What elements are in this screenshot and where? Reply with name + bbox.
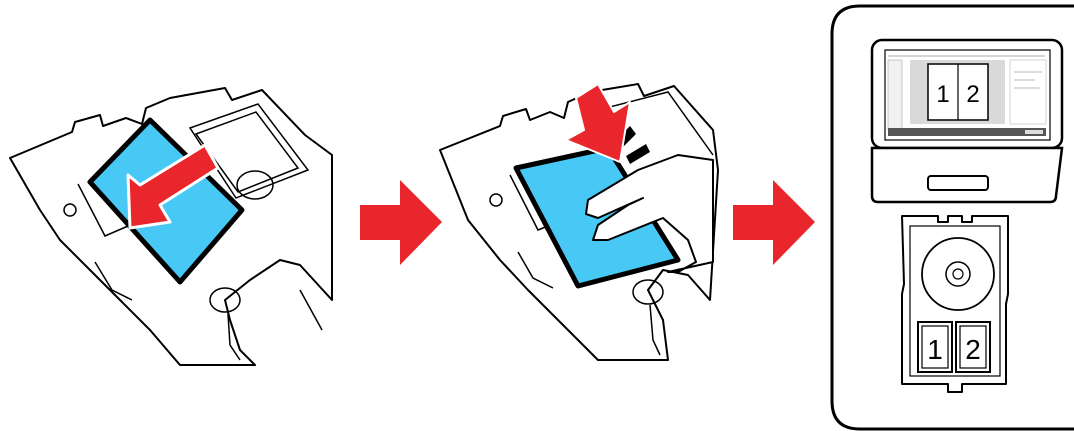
cd-tray: 1 2 <box>902 216 1008 392</box>
tray-insert-illustration <box>0 0 340 431</box>
step-press-card <box>438 0 720 431</box>
step-insert-card <box>0 0 340 431</box>
tray-card-label-1: 1 <box>927 334 943 365</box>
tray-card-label-2: 2 <box>965 334 981 365</box>
laptop-and-tray-icon: 1 2 1 2 <box>830 4 1074 431</box>
laptop-page-label-2: 2 <box>966 81 979 108</box>
right-arrow-icon <box>355 175 445 270</box>
step-print-result: 1 2 1 2 <box>830 4 1074 431</box>
next-arrow-2 <box>728 175 818 270</box>
laptop: 1 2 <box>872 40 1062 202</box>
laptop-page-label-1: 1 <box>936 81 949 108</box>
right-arrow-icon <box>728 175 818 270</box>
next-arrow-1 <box>355 175 445 270</box>
tray-press-illustration <box>438 0 720 431</box>
